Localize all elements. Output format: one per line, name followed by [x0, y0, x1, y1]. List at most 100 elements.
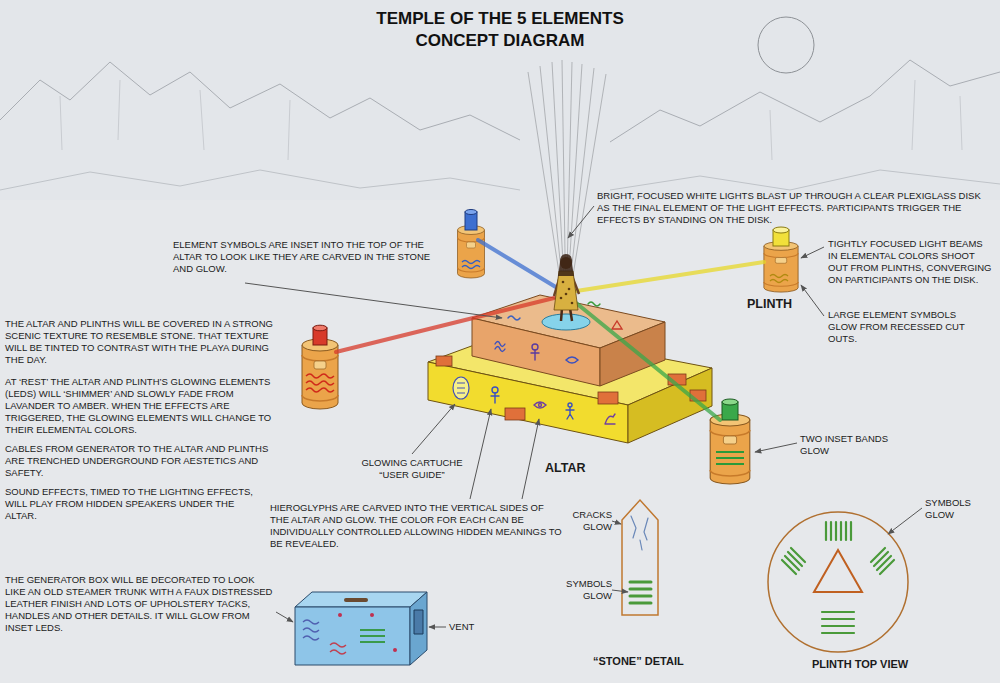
hieroglyphs [491, 342, 615, 425]
hieroglyphs [531, 350, 539, 360]
label-slot: THE GENERATOR BOX WILL BE DECORATED TO L… [5, 574, 277, 634]
annotation-note: BRIGHT, FOCUSED WHITE LIGHTS BLAST UP TH… [597, 190, 995, 226]
callout-label: TWO INSET BANDS GLOW [800, 433, 912, 457]
light-beams [570, 262, 764, 292]
callout-label: SYMBOLS GLOW [556, 578, 612, 602]
plinth-yellow [764, 227, 798, 292]
plinth-top-view [826, 522, 851, 540]
hieroglyphs [495, 342, 505, 347]
mountains [0, 60, 1000, 190]
annotation-note: HIEROGLYPHS ARE CARVED INTO THE VERTICAL… [270, 502, 562, 550]
plinth-top-view [814, 550, 862, 592]
label-slot: SOUND EFFECTS, TIMED TO THE LIGHTING EFF… [5, 486, 267, 522]
plinth-top-view [822, 612, 854, 633]
annotation-note: SOUND EFFECTS, TIMED TO THE LIGHTING EFF… [5, 486, 267, 522]
plinth-top-view [871, 548, 894, 574]
hieroglyphs [566, 407, 574, 419]
label-slot: LARGE ELEMENT SYMBOLS GLOW FROM RECESSED… [828, 309, 978, 345]
plinth-green [710, 414, 750, 484]
mountains [60, 80, 962, 160]
label-slot: ALTAR [545, 462, 586, 474]
label-slot: SYMBOLS GLOW [925, 497, 983, 521]
plinth-green [710, 399, 750, 484]
cartouche [453, 377, 469, 399]
ground [0, 200, 1000, 683]
leader-arrow [276, 612, 293, 622]
annotation-note: THE GENERATOR BOX WILL BE DECORATED TO L… [5, 574, 277, 634]
bricks [505, 408, 525, 420]
hieroglyphs [534, 402, 546, 408]
label-slot: TIGHTLY FOCUSED LIGHT BEAMS IN ELEMENTAL… [828, 238, 994, 286]
label-slot: THE ALTAR AND PLINTHS WILL BE COVERED IN… [5, 318, 273, 366]
leader-arrow [801, 285, 824, 316]
annotation-note: CABLES FROM GENERATOR TO THE ALTAR AND P… [5, 443, 271, 479]
callout-label: SYMBOLS GLOW [925, 497, 983, 521]
mountains [0, 62, 520, 140]
label-slot: HIEROGLYPHS ARE CARVED INTO THE VERTICAL… [270, 502, 562, 550]
participant [568, 288, 571, 291]
bricks [436, 356, 452, 366]
leader-arrow [888, 508, 922, 534]
diagram-title: TEMPLE OF THE 5 ELEMENTS CONCEPT DIAGRAM [335, 8, 665, 52]
leader-arrow [429, 627, 446, 628]
annotation-note: TIGHTLY FOCUSED LIGHT BEAMS IN ELEMENTAL… [828, 238, 994, 286]
annotation-note: ELEMENT SYMBOLS ARE INSET INTO THE TOP O… [173, 239, 441, 275]
moon [758, 17, 814, 73]
participant [565, 293, 568, 296]
light-beams [336, 240, 764, 420]
leader-arrow [412, 404, 455, 454]
title-slot: TEMPLE OF THE 5 ELEMENTS CONCEPT DIAGRAM [335, 8, 665, 52]
plinth-red [313, 325, 327, 331]
generator-trunk [360, 630, 385, 642]
plinth-yellow [773, 227, 789, 233]
plinth-red [306, 374, 334, 392]
generator-trunk [393, 648, 397, 652]
callout-label: GLOWING CARTUCHE “USER GUIDE” [356, 457, 468, 481]
plinth-yellow [764, 242, 798, 292]
plinth-top-view [768, 512, 908, 652]
annotation-note: THE ALTAR AND PLINTHS WILL BE COVERED IN… [5, 318, 273, 366]
plinth-red [302, 325, 338, 409]
generator-trunk [303, 620, 319, 640]
participant [554, 254, 579, 321]
hieroglyphs [566, 403, 574, 419]
plinth-top-view [782, 548, 805, 574]
light-beams [570, 298, 720, 420]
plinth-blue [465, 210, 477, 215]
hieroglyphs [495, 347, 505, 352]
label-slot: AT ‘REST’ THE ALTAR AND PLINTH’S GLOWING… [5, 376, 277, 436]
label-slot: VENT [449, 621, 474, 633]
callout-label: CRACKS GLOW [562, 509, 612, 533]
label-slot: CABLES FROM GENERATOR TO THE ALTAR AND P… [5, 443, 271, 479]
plinth-top-view [768, 512, 908, 652]
stone-detail [622, 500, 658, 615]
participant [560, 297, 563, 300]
leader-arrow [612, 590, 628, 592]
label-slot: GLOWING CARTUCHE “USER GUIDE” [356, 457, 468, 481]
hieroglyphs [605, 414, 615, 424]
bricks [436, 356, 706, 420]
hieroglyphs [492, 387, 498, 393]
label-slot: CRACKS GLOW [562, 509, 612, 533]
leader-arrow [568, 206, 594, 238]
part-name: ALTAR [545, 462, 586, 474]
label-slot: PLINTH TOP VIEW [812, 658, 908, 670]
label-slot: BRIGHT, FOCUSED WHITE LIGHTS BLAST UP TH… [597, 190, 995, 226]
hieroglyphs [491, 387, 499, 403]
top-symbols [508, 316, 520, 320]
generator-trunk [370, 613, 374, 617]
callout-label: VENT [449, 621, 474, 633]
participant [554, 271, 578, 310]
stone-detail [631, 516, 648, 550]
generator-trunk [344, 598, 368, 602]
annotation-note: LARGE ELEMENT SYMBOLS GLOW FROM RECESSED… [828, 309, 978, 345]
detail-title: “STONE” DETAIL [593, 655, 684, 667]
stone-detail [622, 500, 658, 615]
cartouche [453, 377, 469, 399]
plinth-blue [458, 226, 485, 279]
label-slot: TWO INSET BANDS GLOW [800, 433, 912, 457]
generator-trunk [410, 592, 427, 665]
participant [558, 254, 574, 276]
leader-arrow [801, 247, 824, 258]
